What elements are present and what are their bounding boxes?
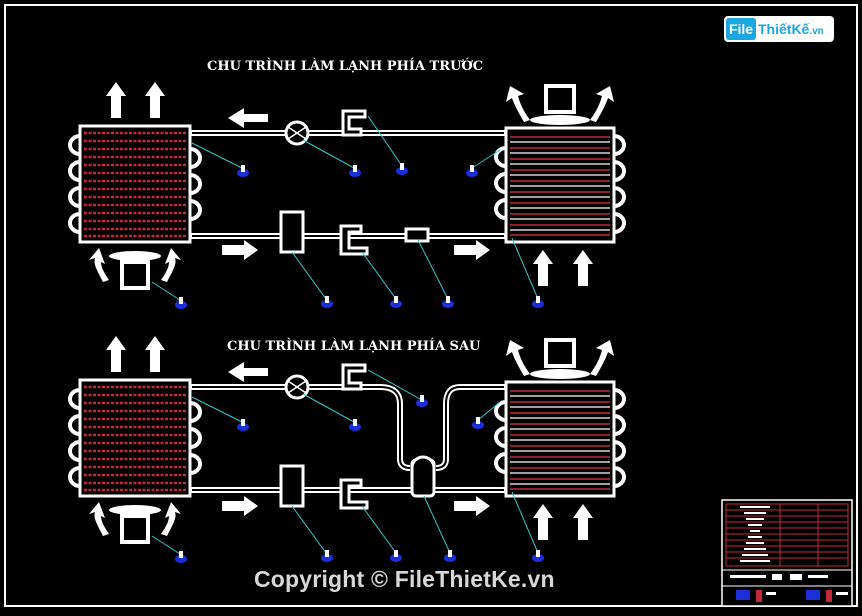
tag-marker-icon	[444, 550, 456, 562]
tag-marker-icon	[472, 417, 484, 429]
tag-marker-icon	[416, 395, 428, 407]
front-condenser	[68, 124, 202, 244]
tag-marker-icon	[321, 550, 333, 562]
receiver-drier-icon	[279, 464, 305, 508]
rear-circuit	[68, 336, 626, 563]
sight-glass-icon	[404, 227, 430, 243]
rear-condenser	[68, 378, 202, 498]
flow-arrow-icon	[228, 108, 268, 128]
valve-icon	[341, 109, 367, 137]
title-block	[721, 499, 853, 607]
rear-cycle-title: CHU TRÌNH LÀM LẠNH PHÍA SAU	[227, 339, 481, 354]
tag-marker-icon	[442, 296, 454, 308]
airflow-arrow-icon	[106, 336, 126, 372]
front-cycle-title: CHU TRÌNH LÀM LẠNH PHÍA TRƯỚC	[207, 59, 484, 74]
front-evaporator	[494, 126, 626, 244]
copyright-watermark: Copyright © FileThietKe.vn	[254, 566, 555, 592]
tag-marker-icon	[390, 550, 402, 562]
tag-marker-icon	[466, 165, 478, 177]
logo-tld: .vn	[809, 26, 824, 37]
logo-brand: ThiếtKế	[758, 21, 810, 37]
flow-arrow-icon	[454, 240, 490, 260]
evaporator-blower-icon	[504, 84, 616, 127]
tag-marker-icon	[532, 550, 544, 562]
airflow-arrow-icon	[145, 336, 165, 372]
front-pipes	[190, 130, 506, 239]
airflow-arrow-icon	[533, 250, 553, 286]
tag-marker-icon	[390, 296, 402, 308]
logo-brand-text: ThiếtKế.vn	[758, 19, 824, 42]
receiver-drier-icon	[279, 210, 305, 254]
logo-file-badge: File	[726, 18, 756, 40]
expansion-valve-icon	[339, 478, 369, 510]
airflow-arrow-icon	[106, 82, 126, 118]
airflow-arrow-icon	[573, 250, 593, 286]
tag-marker-icon	[175, 551, 187, 563]
tag-marker-icon	[396, 163, 408, 175]
flow-arrow-icon	[222, 240, 258, 260]
airflow-arrow-icon	[533, 504, 553, 540]
drawing-border	[4, 4, 858, 607]
tag-marker-icon	[532, 296, 544, 308]
flow-arrow-icon	[228, 362, 268, 382]
flow-arrow-icon	[454, 496, 490, 516]
tag-marker-icon	[321, 296, 333, 308]
rear-evaporator	[494, 380, 626, 498]
tag-marker-icon	[175, 297, 187, 309]
front-leaders	[151, 115, 539, 301]
expansion-valve-icon	[339, 224, 369, 256]
evaporator-blower-icon	[504, 338, 616, 381]
front-circuit	[68, 82, 626, 309]
condenser-fan-icon	[87, 500, 183, 544]
flow-arrow-icon	[222, 496, 258, 516]
accumulator-icon	[410, 455, 436, 498]
brand-logo: File ThiếtKế.vn	[724, 16, 834, 42]
valve-icon	[341, 363, 367, 391]
airflow-arrow-icon	[145, 82, 165, 118]
airflow-arrow-icon	[573, 504, 593, 540]
condenser-fan-icon	[87, 246, 183, 290]
